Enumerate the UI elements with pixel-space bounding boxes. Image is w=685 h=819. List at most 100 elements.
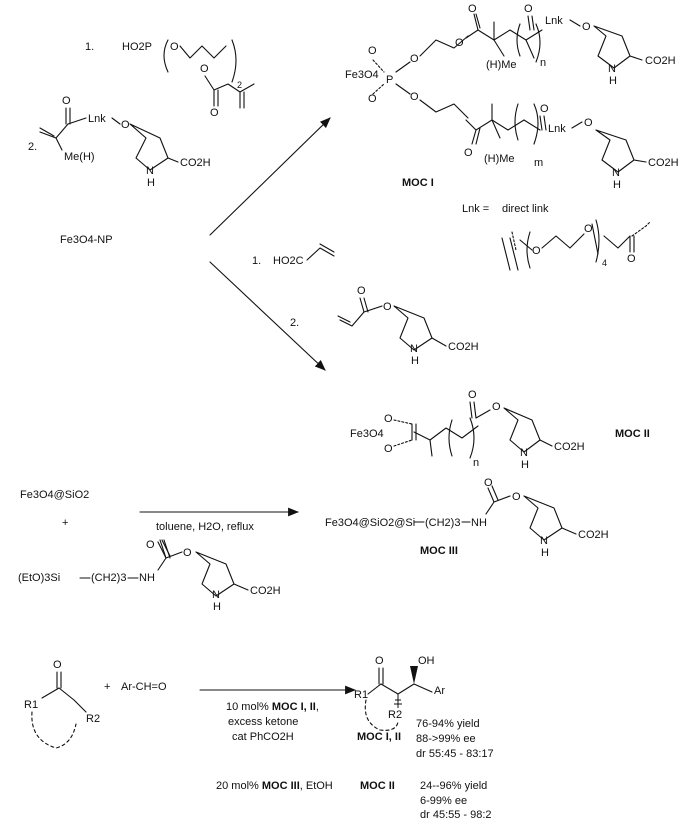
route2-step1-reagent: HO2C bbox=[273, 255, 304, 267]
cond1-line2: excess ketone bbox=[228, 716, 298, 728]
result2-dr: dr 45:55 - 98:2 bbox=[420, 809, 492, 819]
route1-acid: CO2H bbox=[180, 157, 211, 169]
svg-text:O: O bbox=[62, 95, 71, 107]
svg-text:O: O bbox=[375, 655, 384, 667]
aldehyde: Ar-CH=O bbox=[121, 681, 167, 693]
moc2-h: H bbox=[521, 459, 529, 471]
product-oh: OH bbox=[418, 655, 435, 667]
moc3-h: H bbox=[541, 547, 549, 559]
moc2-label: MOC II bbox=[615, 428, 650, 440]
svg-text:O: O bbox=[410, 53, 419, 65]
aldol-plus: + bbox=[104, 681, 110, 693]
svg-text:O: O bbox=[627, 253, 636, 265]
carbamate-silane-reagent: (EtO)3Si (CH2)3 NH O O CO2H N H bbox=[18, 539, 281, 613]
paren-right bbox=[231, 39, 237, 83]
moc1-core: Fe3O4 bbox=[345, 69, 379, 81]
svg-text:O: O bbox=[468, 389, 477, 401]
route1-step1-count: 2 bbox=[237, 80, 242, 90]
moc1-structure: Fe3O4 O O P O O O O (H)Me n O Lnk O CO2H… bbox=[345, 3, 679, 191]
svg-text:O: O bbox=[492, 401, 501, 413]
product-r2: R2 bbox=[388, 709, 402, 721]
lnk-prefix: Lnk = bbox=[462, 203, 489, 215]
result1-label: MOC I, II bbox=[357, 731, 401, 743]
moc2-n: n bbox=[473, 457, 479, 469]
result2-yield: 24--96% yield bbox=[420, 780, 487, 792]
svg-text:O: O bbox=[468, 3, 477, 15]
route1-nh: N bbox=[146, 165, 154, 177]
result2-ee: 6-99% ee bbox=[420, 795, 467, 807]
moc1-label: MOC I bbox=[402, 177, 434, 189]
moc1-acid-top: CO2H bbox=[645, 55, 676, 67]
svg-text:O: O bbox=[410, 91, 419, 103]
arrow-to-moc2 bbox=[209, 261, 326, 371]
moc1-nh-top: N bbox=[608, 63, 616, 75]
route3-conditions: toluene, H2O, reflux bbox=[156, 521, 254, 533]
route3-support: Fe3O4@SiO2 bbox=[20, 489, 89, 501]
ketone-structure: O R1 R2 bbox=[24, 659, 100, 749]
moc3-nh: N bbox=[540, 535, 548, 547]
aldol-product-structure: O R1 R2 OH Ar bbox=[354, 655, 445, 731]
route3-acid: CO2H bbox=[250, 585, 281, 597]
cond2-line: 20 mol% MOC III, EtOH bbox=[216, 780, 333, 792]
svg-text:O: O bbox=[170, 41, 179, 53]
moc2-nh: N bbox=[520, 447, 528, 459]
acryl-proline-monomer: O Lnk O Me(H) CO2H N H bbox=[39, 95, 211, 189]
product-ar: Ar bbox=[434, 685, 445, 697]
svg-text:O: O bbox=[455, 37, 464, 49]
ketone-r2: R2 bbox=[86, 713, 100, 725]
moc1-hme-bottom: (H)Me bbox=[484, 153, 515, 165]
acrylic-acid-vinyl bbox=[306, 243, 335, 261]
svg-text:O: O bbox=[53, 659, 62, 671]
route3-nh: N bbox=[212, 589, 220, 601]
route2-nh: N bbox=[410, 343, 418, 355]
moc1-hme-top: (H)Me bbox=[486, 59, 517, 71]
result1-dr: dr 55:45 - 83:17 bbox=[416, 748, 494, 760]
moc3-label: MOC III bbox=[420, 545, 458, 557]
moc2-acid: CO2H bbox=[554, 441, 585, 453]
svg-text:O: O bbox=[121, 119, 130, 131]
route2-step1-number: 1. bbox=[252, 255, 261, 267]
moc1-lnk-top: Lnk bbox=[545, 15, 563, 27]
svg-text:O: O bbox=[524, 3, 533, 15]
svg-text:O: O bbox=[540, 103, 549, 115]
methacrylate-phosphate-structure: O O O bbox=[170, 41, 255, 119]
moc1-h-bottom: H bbox=[613, 179, 621, 191]
moc2-core: Fe3O4 bbox=[350, 428, 384, 440]
svg-text:O: O bbox=[210, 107, 219, 119]
svg-text:O: O bbox=[383, 301, 392, 313]
route3-h: H bbox=[213, 601, 221, 613]
svg-text:O: O bbox=[584, 223, 593, 235]
ketone-r1: R1 bbox=[24, 699, 38, 711]
cond1-line1: 10 mol% MOC I, II, bbox=[226, 701, 319, 713]
route1-step2-number: 2. bbox=[28, 141, 37, 153]
lnk-count: 4 bbox=[602, 258, 607, 268]
moc1-nh-bottom: N bbox=[612, 167, 620, 179]
svg-text:O: O bbox=[357, 285, 366, 297]
svg-text:O: O bbox=[582, 21, 591, 33]
route1-lnk: Lnk bbox=[88, 113, 106, 125]
moc2-structure: Fe3O4 O O n O O CO2H N H bbox=[350, 389, 585, 471]
route1-me: Me(H) bbox=[64, 151, 95, 163]
route3-chain: (CH2)3 bbox=[91, 572, 126, 584]
result1-ee: 88->99% ee bbox=[416, 733, 476, 745]
paren-left bbox=[163, 39, 169, 73]
svg-text:O: O bbox=[384, 443, 393, 455]
svg-text:O: O bbox=[200, 63, 209, 75]
arrow-to-moc1 bbox=[209, 117, 331, 236]
moc3-acid: CO2H bbox=[578, 529, 609, 541]
moc3-chain: (CH2)3 bbox=[425, 517, 460, 529]
svg-text:O: O bbox=[512, 491, 521, 503]
start-nanoparticle: Fe3O4-NP bbox=[60, 234, 113, 246]
route3-plus: + bbox=[62, 517, 68, 529]
lnk-direct-link: direct link bbox=[502, 203, 549, 215]
svg-text:O: O bbox=[368, 93, 377, 105]
route2-h: H bbox=[411, 355, 419, 367]
route2-step2-number: 2. bbox=[290, 317, 299, 329]
result1-yield: 76-94% yield bbox=[416, 718, 480, 730]
moc3-core: Fe3O4@SiO2@Si bbox=[325, 517, 415, 529]
route2-acid: CO2H bbox=[448, 341, 479, 353]
result2-label: MOC II bbox=[360, 780, 395, 792]
svg-text:O: O bbox=[384, 413, 393, 425]
moc3-nh-link: NH bbox=[471, 517, 487, 529]
